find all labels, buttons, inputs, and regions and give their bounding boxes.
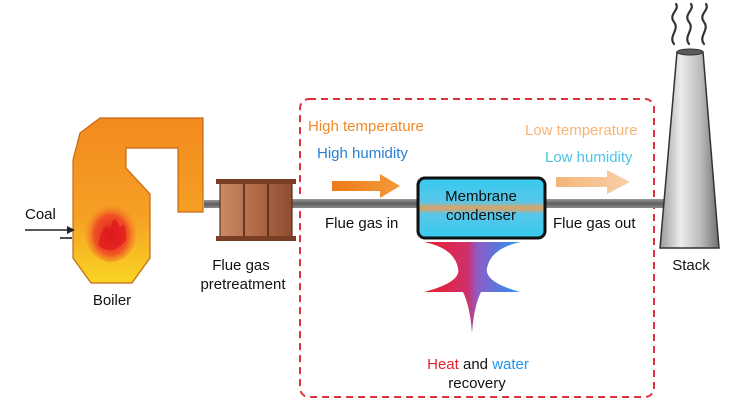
high-humidity-label: High humidity [317,145,408,162]
membrane-label-line2: condenser [446,207,516,224]
boiler-body [72,117,204,284]
stack [659,48,720,249]
smoke-icon [671,2,708,46]
coal-feed-arrows [25,226,75,239]
heat-water-recovery-funnel [424,242,521,333]
pretreatment-unit [216,179,296,241]
boiler [72,117,204,284]
low-temperature-label: Low temperature [525,122,638,139]
coal-label: Coal [25,206,56,223]
stack-label: Stack [672,257,710,274]
membrane-system-boundary [299,98,655,398]
hot-gas-arrow [332,174,400,198]
flame-tongue [98,219,126,251]
boiler-label: Boiler [93,292,131,309]
heat-word: Heat [427,356,460,373]
flue-gas-out-label: Flue gas out [553,215,636,232]
pretreatment-label-line2: pretreatment [200,276,286,293]
water-word: water [491,356,529,373]
high-temperature-label: High temperature [308,118,424,135]
low-humidity-label: Low humidity [545,149,633,166]
heat-water-label: Heat and water [427,356,529,373]
membrane-condenser [416,176,547,240]
recovery-label: recovery [448,375,506,392]
pipe-boiler-to-pretreatment [204,200,220,208]
membrane-label-line1: Membrane [445,188,517,205]
cool-gas-arrow [556,170,630,194]
pipe-condenser-to-stack [545,199,665,208]
pipe-pretreatment-to-condenser [292,199,418,208]
and-word: and [459,356,492,373]
pretreatment-label-line1: Flue gas [212,257,270,274]
flue-gas-in-label: Flue gas in [325,215,398,232]
